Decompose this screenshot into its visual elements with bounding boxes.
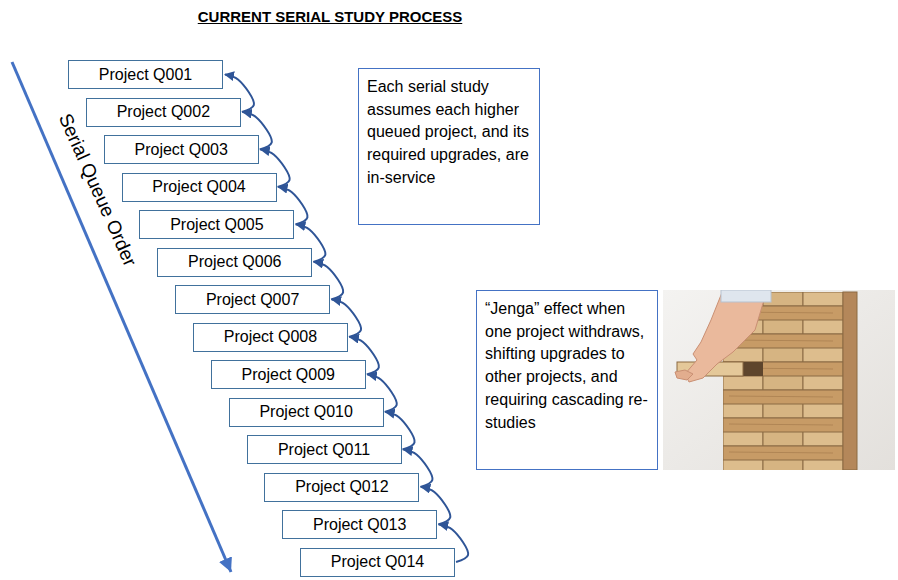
jenga-photo	[663, 290, 895, 470]
project-box: Project Q005	[139, 210, 294, 239]
project-box: Project Q007	[175, 285, 330, 314]
project-box: Project Q003	[104, 135, 259, 164]
project-box: Project Q013	[282, 510, 437, 539]
thumb	[675, 370, 693, 380]
box-text: Project Q014	[331, 553, 424, 571]
box-text: Project Q001	[99, 66, 192, 84]
project-box: Project Q002	[86, 98, 241, 127]
project-box: Project Q001	[68, 60, 223, 89]
note-box: Each serial study assumes each higher qu…	[358, 68, 540, 225]
box-text: Project Q012	[295, 478, 388, 496]
photo-ground	[663, 290, 895, 470]
project-box: Project Q014	[300, 548, 455, 577]
diagram-title: CURRENT SERIAL STUDY PROCESS	[0, 8, 660, 25]
shirt-cuff	[721, 290, 771, 302]
box-text: Project Q003	[134, 141, 227, 159]
box-text: Project Q013	[313, 516, 406, 534]
project-box: Project Q010	[229, 398, 384, 427]
project-box: Project Q008	[193, 323, 348, 352]
box-text: Project Q011	[278, 441, 370, 459]
box-text: Project Q005	[170, 216, 263, 234]
box-text: Project Q002	[117, 103, 210, 121]
tower-side-shade	[843, 292, 857, 470]
box-text: Project Q010	[259, 403, 352, 421]
box-text: “Jenga” effect when one project withdraw…	[485, 298, 649, 434]
project-box: Project Q006	[157, 248, 312, 277]
box-text: Project Q009	[242, 366, 335, 384]
project-box: Project Q011	[247, 435, 402, 464]
box-text: Each serial study assumes each higher qu…	[367, 76, 531, 190]
box-text: Project Q008	[224, 328, 317, 346]
project-box: Project Q004	[122, 173, 277, 202]
box-text: Project Q006	[188, 253, 281, 271]
project-box: Project Q012	[264, 473, 419, 502]
box-text: Project Q004	[152, 178, 245, 196]
project-box: Project Q009	[211, 360, 366, 389]
note-box: “Jenga” effect when one project withdraw…	[476, 290, 658, 470]
box-text: Project Q007	[206, 291, 299, 309]
hand	[685, 290, 767, 382]
